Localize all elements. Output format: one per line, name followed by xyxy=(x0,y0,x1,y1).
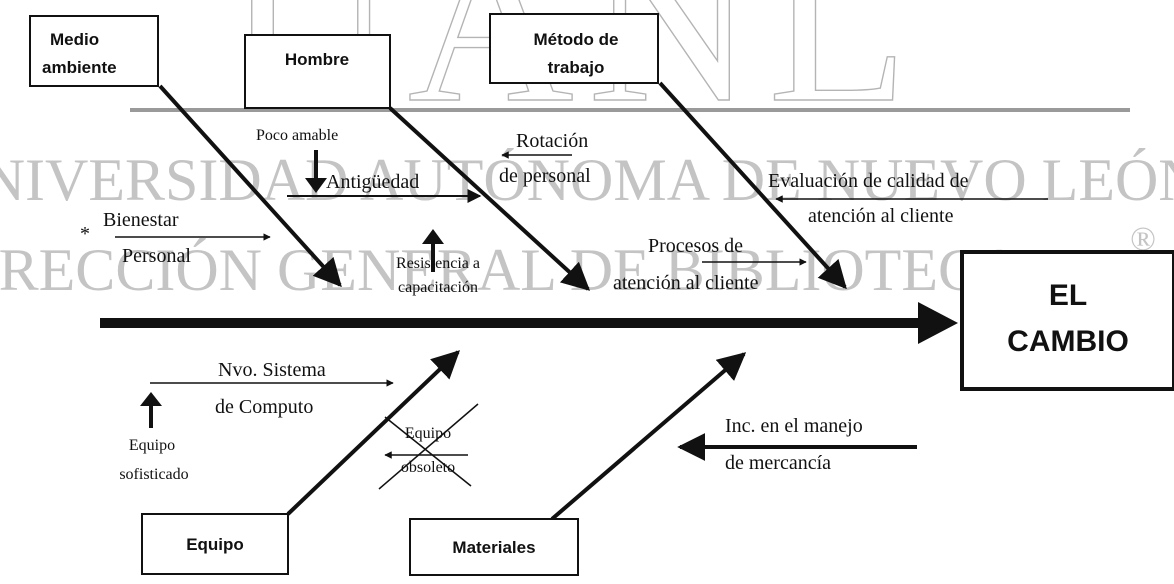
category-medio-ambiente-line2: ambiente xyxy=(42,58,117,77)
category-medio-ambiente-line1: Medio xyxy=(50,30,99,49)
category-metodo-line1: Método de xyxy=(534,30,619,49)
cause-antiguedad: Antigüedad xyxy=(287,171,482,203)
poco-amable-arrowhead xyxy=(305,178,327,193)
category-materiales: Materiales xyxy=(409,518,579,576)
watermark-line1: UNIVERSIDAD AUTÓNOMA DE NUEVO LEÓN xyxy=(0,147,1174,213)
cause-resistencia: Resistencia a capacitación xyxy=(396,229,480,296)
spine-arrowhead xyxy=(918,302,958,344)
effect-line2: CAMBIO xyxy=(1007,325,1129,358)
bone-hombre xyxy=(388,106,591,291)
effect-box: EL CAMBIO xyxy=(960,250,1174,391)
cause-equipo-obsoleto: Equipo obsoleto xyxy=(378,403,479,490)
cause-procesos: Procesos de atención al cliente xyxy=(613,235,807,294)
procesos-line1: Procesos de xyxy=(648,235,743,257)
rotacion-line1: Rotación xyxy=(516,130,588,152)
category-medio-ambiente: Medio ambiente xyxy=(29,15,159,87)
bienestar-line1: Bienestar xyxy=(103,209,179,231)
bone-metodo xyxy=(658,81,847,290)
category-equipo-label: Equipo xyxy=(186,535,244,554)
evaluacion-line2: atención al cliente xyxy=(808,205,954,227)
nvo-sistema-line1: Nvo. Sistema xyxy=(218,359,326,381)
obsoleto-cross-a xyxy=(378,403,479,490)
effect-line1: EL xyxy=(1049,279,1087,312)
category-materiales-label: Materiales xyxy=(452,538,535,557)
cause-equipo-sofisticado: Equipo sofisticado xyxy=(119,392,189,483)
bienestar-line2: Personal xyxy=(122,245,191,267)
category-hombre: Hombre xyxy=(244,34,391,109)
watermark-rule xyxy=(130,108,1130,112)
bone-equipo xyxy=(286,350,461,516)
inc-manejo-line1: Inc. en el manejo xyxy=(725,415,863,437)
sofisticado-line2: sofisticado xyxy=(119,466,188,483)
obsoleto-cross-b xyxy=(384,416,472,487)
cause-poco-amable: Poco amable xyxy=(256,127,338,193)
bone-materiales xyxy=(550,352,747,521)
category-metodo: Método de trabajo xyxy=(489,13,659,84)
sofisticado-line1: Equipo xyxy=(129,437,175,454)
cause-nvo-sistema: Nvo. Sistema de Computo xyxy=(150,359,394,418)
bones xyxy=(158,81,847,521)
cause-inc-manejo: Inc. en el manejo de mercancía xyxy=(677,415,917,474)
watermark-line2: DIRECCIÓN GENERAL DE BIBLIOTECAS xyxy=(0,237,1055,303)
sofisticado-arrowhead xyxy=(140,392,162,406)
rotacion-line2: de personal xyxy=(499,165,591,187)
cause-evaluacion: Evaluación de calidad de atención al cli… xyxy=(768,170,1048,227)
evaluacion-line1: Evaluación de calidad de xyxy=(768,170,969,192)
cause-rotacion: Rotación de personal xyxy=(499,130,591,187)
category-equipo: Equipo xyxy=(141,513,289,575)
procesos-line2: atención al cliente xyxy=(613,272,759,294)
bone-medio-ambiente xyxy=(158,84,342,288)
poco-amable-text: Poco amable xyxy=(256,127,338,144)
inc-manejo-line2: de mercancía xyxy=(725,452,831,474)
nvo-sistema-line2: de Computo xyxy=(215,396,313,418)
category-metodo-line2: trabajo xyxy=(548,58,605,77)
resistencia-line2: capacitación xyxy=(398,279,478,296)
category-hombre-label: Hombre xyxy=(285,50,349,69)
resistencia-arrowhead xyxy=(422,229,444,244)
bienestar-marker: * xyxy=(80,223,90,245)
antiguedad-text: Antigüedad xyxy=(326,171,419,193)
resistencia-line1: Resistencia a xyxy=(396,255,480,272)
cause-bienestar: * Bienestar Personal xyxy=(80,209,271,267)
spine xyxy=(100,302,958,344)
